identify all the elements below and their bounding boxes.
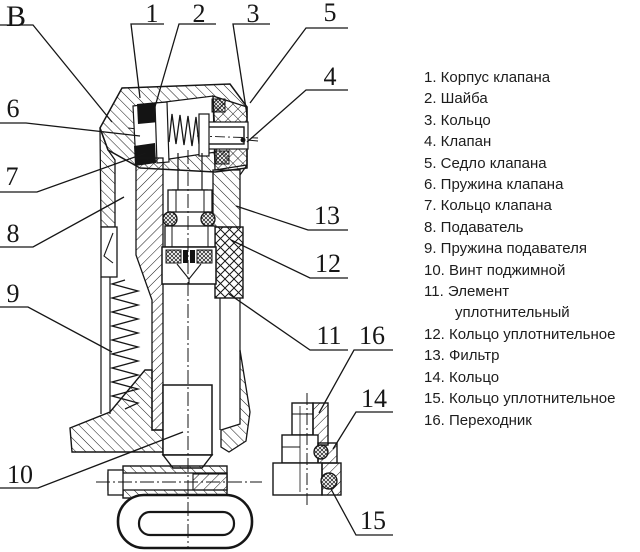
callout-leaders bbox=[0, 23, 393, 536]
seal-bushing bbox=[214, 226, 244, 299]
adapter-ring-15 bbox=[320, 472, 338, 490]
legend-item-7: 7. Кольцо клапана bbox=[424, 197, 552, 215]
callout-11: 11 bbox=[316, 321, 341, 350]
seal-pack-right bbox=[196, 249, 213, 264]
callout-10: 10 bbox=[7, 460, 33, 489]
legend-item-5: 5. Седло клапана bbox=[424, 154, 547, 172]
legend-item-4: 4. Клапан bbox=[424, 133, 492, 151]
callout-6: 6 bbox=[7, 94, 20, 123]
callout-8: 8 bbox=[7, 219, 20, 248]
body-right-foot bbox=[220, 349, 251, 453]
callout-15: 15 bbox=[360, 506, 386, 535]
valve-spring bbox=[168, 113, 200, 147]
callout-16: 16 bbox=[359, 321, 385, 350]
callout-12: 12 bbox=[315, 249, 341, 278]
legend-item-13: 13. Фильтр bbox=[424, 347, 500, 365]
callout-7: 7 bbox=[6, 162, 19, 191]
legend-item-10: 10. Винт поджимной bbox=[424, 261, 566, 279]
ring-seal-top bbox=[211, 98, 226, 113]
callout-9: 9 bbox=[7, 279, 20, 308]
spring-seat bbox=[100, 226, 118, 278]
adapter-base bbox=[272, 462, 323, 496]
body-left-wall bbox=[99, 127, 116, 228]
callout-view-B: В bbox=[6, 0, 26, 33]
body-right-wall bbox=[212, 169, 241, 228]
legend-item-16: 16. Переходник bbox=[424, 411, 532, 429]
o-ring-left bbox=[162, 211, 178, 227]
callout-1: 1 bbox=[146, 0, 159, 28]
swivel-loop-inner bbox=[137, 510, 236, 537]
washer bbox=[154, 101, 170, 164]
base-flange bbox=[69, 369, 164, 453]
o-ring-right bbox=[200, 211, 216, 227]
filter bbox=[167, 189, 213, 213]
legend-item-2: 2. Шайба bbox=[424, 90, 488, 108]
callout-2: 2 bbox=[193, 0, 206, 28]
legend-item-9: 9. Пружина подавателя bbox=[424, 240, 587, 258]
right-channel bbox=[219, 298, 241, 430]
callout-14: 14 bbox=[361, 384, 387, 413]
legend-item-12: 12. Кольцо уплотнительное bbox=[424, 325, 616, 343]
valve-stem bbox=[205, 126, 245, 145]
adapter-ring-14 bbox=[313, 444, 329, 460]
legend-item-11: 11. Элемент bbox=[424, 283, 510, 301]
legend-item-15: 15. Кольцо уплотнительное bbox=[424, 390, 616, 408]
adapter-top bbox=[291, 402, 314, 436]
callout-4: 4 bbox=[324, 62, 337, 91]
legend-item-6: 6. Пружина клапана bbox=[424, 176, 564, 194]
parts-legend: 1. Корпус клапана 2. Шайба 3. Кольцо 4. … bbox=[424, 67, 636, 431]
callout-labels: В 1 2 3 5 4 6 7 8 9 10 13 12 11 16 14 15 bbox=[6, 0, 388, 535]
callout-3: 3 bbox=[247, 0, 260, 28]
valve-ring-upper bbox=[137, 102, 159, 124]
legend-item-1: 1. Корпус клапана bbox=[424, 69, 551, 86]
legend-item-11-cont: уплотнительный bbox=[455, 304, 570, 322]
legend-item-8: 8. Подаватель bbox=[424, 218, 524, 236]
legend-item-14: 14. Кольцо bbox=[424, 368, 500, 386]
callout-13: 13 bbox=[314, 201, 340, 230]
valve-tip bbox=[240, 137, 246, 143]
ring-seal-bottom bbox=[215, 150, 230, 165]
spring-follower bbox=[198, 113, 210, 157]
adapter-detail-view bbox=[272, 393, 342, 505]
valve-body-section bbox=[69, 83, 262, 550]
seal-pack-left bbox=[165, 249, 182, 264]
legend-item-3: 3. Кольцо bbox=[424, 111, 491, 129]
callout-5: 5 bbox=[324, 0, 337, 27]
